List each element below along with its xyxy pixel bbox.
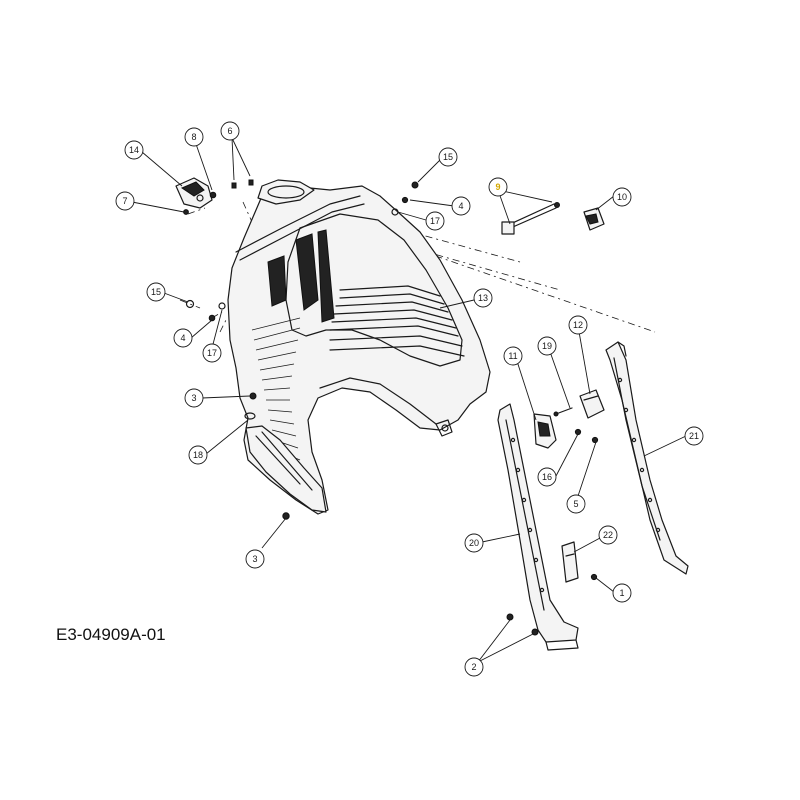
callout-20: 20	[464, 533, 484, 553]
screw-part-8	[209, 191, 217, 199]
washer-part-4-top	[401, 196, 409, 204]
screw-part-3-lower	[282, 512, 290, 520]
svg-text:22: 22	[603, 530, 613, 540]
washer-part-18	[244, 412, 256, 420]
svg-text:4: 4	[180, 333, 185, 343]
callout-1: 1	[612, 583, 632, 603]
svg-text:1: 1	[619, 588, 624, 598]
callout-13: 13	[473, 288, 493, 308]
bracket-part-11	[533, 413, 557, 449]
callout-17-left: 17	[202, 343, 222, 363]
callout-12: 12	[568, 315, 588, 335]
svg-text:17: 17	[430, 216, 440, 226]
svg-text:4: 4	[458, 201, 463, 211]
callout-21: 21	[684, 426, 704, 446]
screws-part-6	[231, 179, 254, 189]
svg-text:7: 7	[122, 196, 127, 206]
svg-text:18: 18	[193, 450, 203, 460]
svg-text:3: 3	[252, 554, 257, 564]
svg-text:15: 15	[443, 152, 453, 162]
svg-text:21: 21	[689, 431, 699, 441]
svg-text:3: 3	[191, 393, 196, 403]
rail-part-21	[605, 341, 689, 575]
callout-22: 22	[598, 525, 618, 545]
screw-part-5	[591, 436, 599, 444]
washer-part-4-left	[208, 314, 216, 322]
svg-text:11: 11	[508, 351, 517, 361]
callout-15-top: 15	[438, 147, 458, 167]
callout-11: 11	[503, 346, 523, 366]
callout-17-top: 17	[425, 211, 445, 231]
callout-3-upper: 3	[184, 388, 204, 408]
drawing-code: E3-04909A-01	[56, 625, 166, 644]
clip-part-10	[583, 207, 605, 231]
svg-text:15: 15	[151, 287, 161, 297]
callout-5: 5	[566, 494, 586, 514]
main-shroud-part-13	[227, 179, 491, 515]
svg-text:10: 10	[617, 192, 627, 202]
screws-part-2	[506, 613, 539, 636]
svg-text:6: 6	[227, 126, 232, 136]
callout-9: 9	[488, 177, 508, 197]
callout-19: 19	[537, 336, 557, 356]
callout-3-lower: 3	[245, 549, 265, 569]
callout-6: 6	[220, 121, 240, 141]
screw-part-3-upper	[249, 392, 257, 400]
svg-text:2: 2	[471, 662, 476, 672]
svg-text:16: 16	[542, 472, 552, 482]
callout-18: 18	[188, 445, 208, 465]
svg-text:8: 8	[191, 132, 196, 142]
screw-part-19	[553, 407, 573, 417]
svg-text:9: 9	[495, 182, 500, 192]
callout-14: 14	[124, 140, 144, 160]
bracket-part-14	[175, 177, 213, 209]
washer-part-15-left	[185, 299, 195, 309]
plate-part-22	[561, 541, 579, 583]
callout-2: 2	[464, 657, 484, 677]
callout-15-left: 15	[146, 282, 166, 302]
svg-text:19: 19	[542, 341, 552, 351]
callout-10: 10	[612, 187, 632, 207]
link-part-9	[501, 202, 560, 235]
callout-8: 8	[184, 127, 204, 147]
svg-text:20: 20	[469, 538, 479, 548]
callout-4-left: 4	[173, 328, 193, 348]
callout-16: 16	[537, 467, 557, 487]
rail-part-20	[497, 403, 579, 651]
nut-part-17-left	[218, 302, 226, 310]
screw-part-15-top	[411, 181, 419, 189]
callout-7: 7	[115, 191, 135, 211]
svg-text:17: 17	[207, 348, 217, 358]
block-part-12	[579, 389, 605, 419]
svg-text:13: 13	[478, 293, 488, 303]
callout-4-top: 4	[451, 196, 471, 216]
svg-text:5: 5	[573, 499, 578, 509]
nut-part-16	[574, 428, 582, 436]
svg-text:14: 14	[129, 145, 139, 155]
leader-lines	[131, 137, 687, 663]
screw-part-1	[590, 573, 598, 581]
screw-part-7	[183, 209, 189, 215]
svg-text:12: 12	[573, 320, 583, 330]
